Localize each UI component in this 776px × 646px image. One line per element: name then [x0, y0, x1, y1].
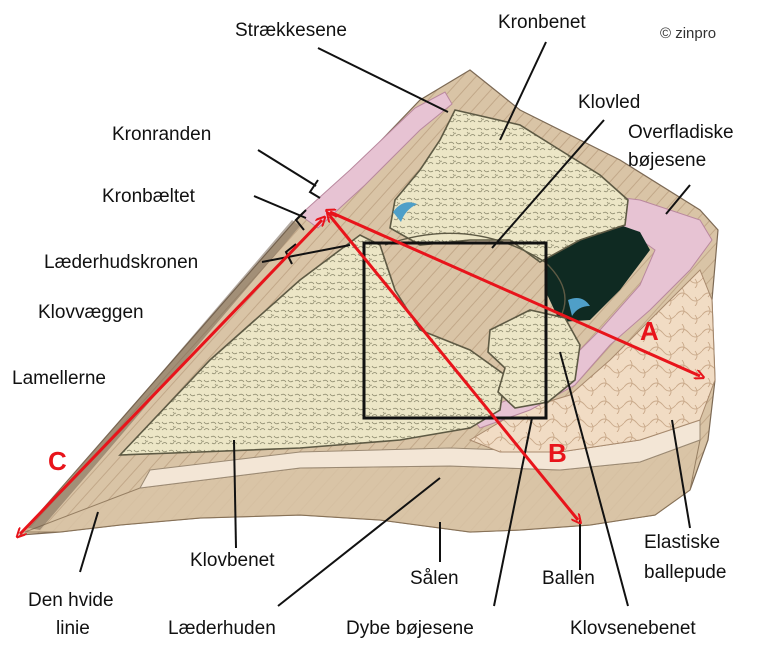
copyright-text: © zinpro	[660, 25, 716, 42]
label-elastiske-1: Elastiske	[644, 532, 720, 553]
label-saalen: Sålen	[410, 568, 459, 589]
label-klovsenebenet: Klovsenebenet	[570, 618, 696, 639]
label-kronbaeltet: Kronbæltet	[102, 186, 196, 207]
label-straekkesene: Strækkesene	[235, 20, 347, 41]
label-klovled: Klovled	[578, 92, 640, 113]
label-elastiske-2: ballepude	[644, 562, 726, 583]
label-kronbenet: Kronbenet	[498, 12, 586, 33]
label-klovbenet: Klovbenet	[190, 550, 275, 571]
leader-kronranden	[258, 150, 316, 186]
label-overfladiske-2: bøjesene	[628, 150, 706, 171]
label-overfladiske-1: Overfladiske	[628, 122, 734, 143]
label-hvide-1: Den hvide	[28, 590, 114, 611]
label-laederhudskronen: Læderhudskronen	[44, 252, 198, 273]
measure-label-b: B	[548, 438, 567, 468]
label-klovvaeggen: Klovvæggen	[38, 302, 144, 323]
label-kronranden: Kronranden	[112, 124, 211, 145]
measure-label-a: A	[640, 316, 659, 346]
label-dybe-bojesene: Dybe bøjesene	[346, 618, 474, 639]
measure-label-c: C	[48, 446, 67, 476]
label-laederhuden: Læderhuden	[168, 618, 276, 639]
label-hvide-2: linie	[56, 618, 90, 639]
label-lamellerne: Lamellerne	[12, 368, 106, 389]
leader-kronbaeltet	[254, 196, 306, 218]
label-ballen: Ballen	[542, 568, 595, 589]
leader-straekkesene	[318, 48, 448, 112]
